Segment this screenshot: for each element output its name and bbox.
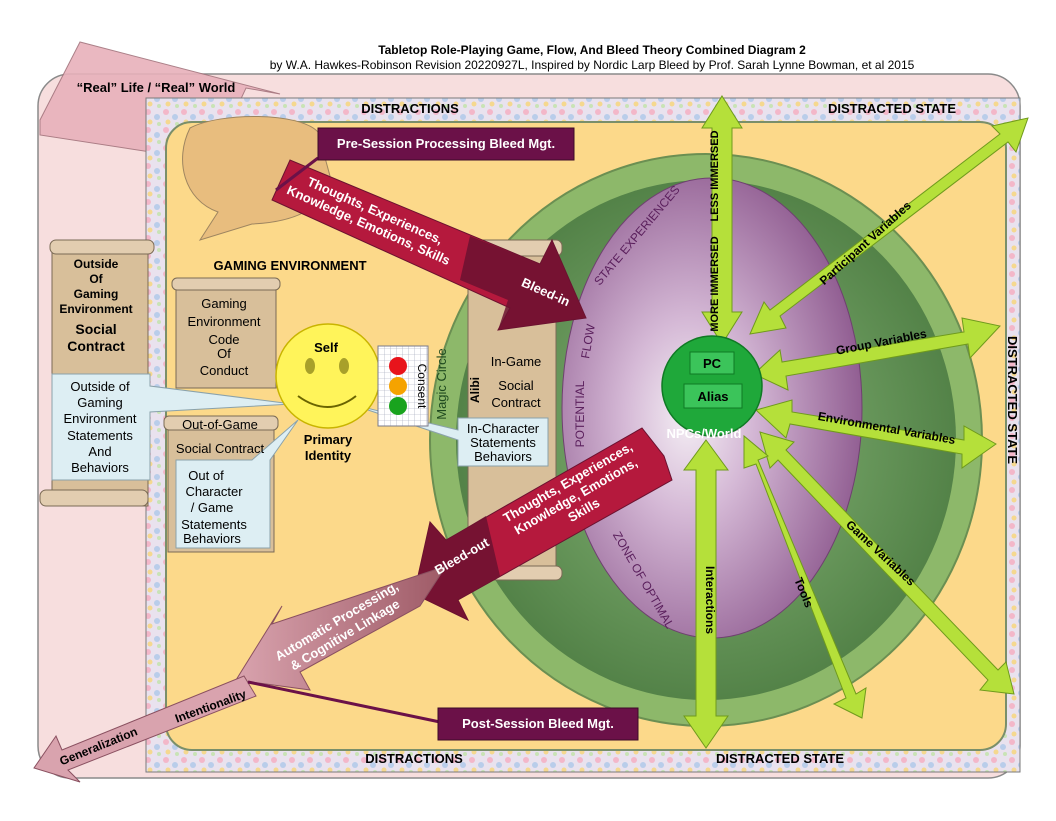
- outside-line: Of: [89, 272, 103, 286]
- out-of-game-scroll-text: Out-of-Game Social Contract: [176, 417, 265, 456]
- pre-session-pointer: [275, 156, 319, 192]
- pre-session-label: Pre-Session Processing Bleed Mgt.: [337, 136, 555, 151]
- ooc-line: / Game: [191, 500, 234, 515]
- stmt-line: Gaming: [77, 395, 123, 410]
- tools-arrow: [743, 434, 867, 719]
- stmt-line: And: [88, 444, 111, 459]
- consent-traffic-light: [377, 345, 429, 427]
- pre-session-box: [317, 127, 575, 161]
- in-game-contract-text: In-Game Social Contract: [491, 354, 542, 410]
- stmt-line: Behaviors: [71, 460, 129, 475]
- outside-line: Gaming: [74, 287, 119, 301]
- participant-arrow: [749, 117, 1029, 335]
- pc-label: PC: [703, 356, 722, 371]
- auto-processing-arrow: [235, 565, 448, 691]
- stmt-line: Outside of: [70, 379, 130, 394]
- variable-arrows: [683, 95, 1029, 749]
- npcs-world-label: NPCs/World: [667, 426, 742, 441]
- border-bottom-right: DISTRACTED STATE: [716, 751, 844, 766]
- oog-line: Out-of-Game: [182, 417, 258, 432]
- outside-statements-text: Outside of Gaming Environment Statements…: [64, 379, 137, 475]
- code-line: Code: [208, 332, 239, 347]
- primary-identity-line: Primary: [304, 432, 353, 447]
- bleed-out-head: [414, 516, 500, 620]
- outside-line: Environment: [59, 302, 132, 316]
- social-line: Contract: [67, 338, 125, 354]
- generalization-arrow: [33, 675, 257, 783]
- ooc-line: Behaviors: [183, 531, 241, 546]
- code-line: Conduct: [200, 363, 249, 378]
- gaming-environment-label: GAMING ENVIRONMENT: [213, 258, 366, 273]
- alias-label: Alias: [697, 389, 728, 404]
- post-session-box: [437, 707, 639, 741]
- more-immersed-label: MORE IMMERSED: [709, 236, 721, 331]
- primary-identity-line: Identity: [305, 448, 352, 463]
- stmt-line: Statements: [67, 428, 133, 443]
- code-line: Of: [217, 346, 231, 361]
- post-session-pointer: [247, 680, 441, 724]
- consent-label: Consent: [415, 364, 429, 409]
- in-character-text: In-Character Statements Behaviors: [467, 421, 540, 464]
- border-top-left: DISTRACTIONS: [361, 101, 459, 116]
- social-line: Social: [75, 321, 116, 337]
- border-bottom-left: DISTRACTIONS: [365, 751, 463, 766]
- interactions-label: Interactions: [703, 566, 717, 634]
- inchar-line: Statements: [470, 435, 536, 450]
- ingame-line: Social: [498, 378, 534, 393]
- outside-contract-text: Outside Of Gaming Environment: [59, 257, 132, 316]
- border-top-right: DISTRACTED STATE: [828, 101, 956, 116]
- game-arrow: [759, 431, 1015, 695]
- code-line: Gaming: [201, 296, 247, 311]
- post-session-label: Post-Session Bleed Mgt.: [462, 716, 614, 731]
- bleed-in-head: [460, 236, 586, 330]
- stmt-line: Environment: [64, 411, 137, 426]
- inchar-line: In-Character: [467, 421, 540, 436]
- potential-label: POTENTIAL: [573, 380, 587, 447]
- ooc-line: Character: [185, 484, 243, 499]
- flow-label: FLOW: [578, 322, 598, 359]
- real-world-label: “Real” Life / “Real” World: [77, 80, 236, 95]
- code-line: Environment: [188, 314, 261, 329]
- outside-statements-callout: [51, 373, 293, 481]
- self-label: Self: [314, 340, 339, 355]
- ingame-line: In-Game: [491, 354, 542, 369]
- ingame-line: Contract: [491, 395, 541, 410]
- outside-line: Outside: [74, 257, 119, 271]
- code-of-conduct-text: Gaming Environment Code Of Conduct: [188, 296, 261, 378]
- alibi-label: Alibi: [468, 377, 482, 403]
- code-of-conduct-scroll: [171, 277, 281, 389]
- ooc-line: Out of: [188, 468, 224, 483]
- pc-node: [661, 335, 763, 437]
- ooc-callout: [175, 419, 299, 549]
- social-contract-text: Social Contract: [67, 321, 125, 354]
- ooc-callout-text: Out of Character / Game Statements Behav…: [181, 468, 247, 546]
- ooc-line: Statements: [181, 517, 247, 532]
- diagram-title: Tabletop Role-Playing Game, Flow, And Bl…: [378, 43, 806, 57]
- diagram-byline: by W.A. Hawkes-Robinson Revision 2022092…: [270, 58, 915, 72]
- magic-circle-label: Magic Circle: [434, 348, 449, 420]
- less-immersed-label: LESS IMMERSED: [709, 130, 721, 221]
- self-smiley: [275, 323, 381, 429]
- inchar-line: Behaviors: [474, 449, 532, 464]
- border-right: DISTRACTED STATE: [1005, 336, 1020, 464]
- oog-line: Social Contract: [176, 441, 265, 456]
- interactions-arrow: [683, 439, 729, 749]
